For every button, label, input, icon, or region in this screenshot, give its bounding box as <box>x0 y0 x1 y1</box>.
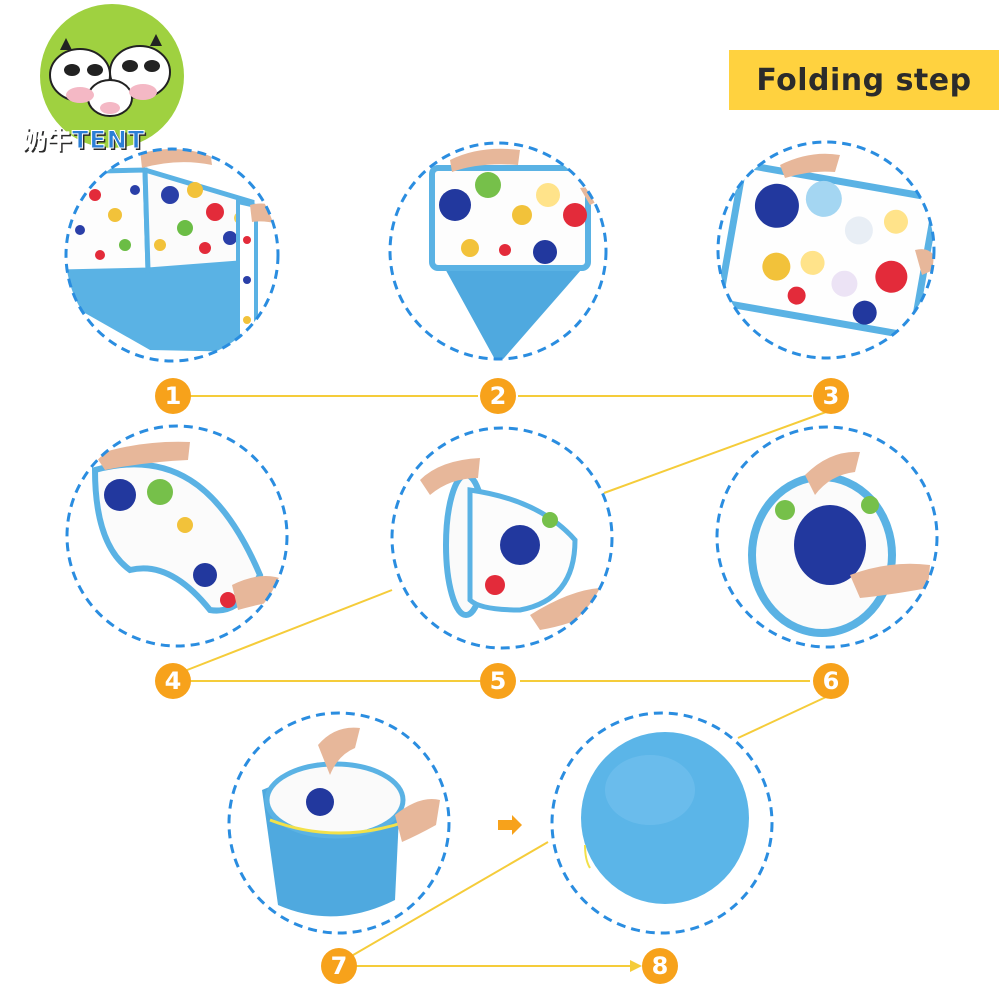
step-badge-7 <box>321 948 357 984</box>
step-1-image <box>64 147 280 363</box>
step-2-image <box>388 141 608 361</box>
step-number-2: 2 <box>490 382 507 410</box>
step-number-1: 1 <box>165 382 182 410</box>
step-badge-6 <box>813 663 849 699</box>
page-title: Folding step <box>756 62 972 98</box>
step-number-8: 8 <box>652 952 669 980</box>
step-number-7: 7 <box>331 952 348 980</box>
step-4-image <box>65 424 289 648</box>
step-badge-5 <box>480 663 516 699</box>
step-6-image <box>715 425 939 649</box>
connector-8-7 <box>347 841 549 959</box>
step-number-5: 5 <box>490 667 507 695</box>
step-5-image <box>390 426 614 650</box>
orange-arrow-icon <box>498 815 522 835</box>
step-badge-4 <box>155 663 191 699</box>
step-badge-3 <box>813 378 849 414</box>
step-badges: 1 2 3 4 5 6 7 8 <box>155 378 849 984</box>
arrowhead-7-8 <box>630 960 642 972</box>
step-badge-2 <box>480 378 516 414</box>
step-number-3: 3 <box>823 382 840 410</box>
logo-brand-cn: 奶牛 <box>22 126 72 155</box>
step-number-4: 4 <box>165 667 182 695</box>
step-badge-8 <box>642 948 678 984</box>
logo-artwork <box>40 4 184 148</box>
step-number-6: 6 <box>823 667 840 695</box>
step-badge-1 <box>155 378 191 414</box>
connector-6-8 <box>737 696 827 739</box>
connector-lines <box>181 395 827 972</box>
title-banner: Folding step <box>729 50 999 110</box>
connector-5-4 <box>181 589 393 673</box>
step-7-image <box>227 711 451 935</box>
connector-3-5 <box>603 411 827 494</box>
logo-text: 奶牛TENT <box>22 120 145 155</box>
step-3-image <box>716 140 936 360</box>
logo-brand-en: TENT <box>71 126 146 155</box>
step-8-image <box>550 711 774 935</box>
